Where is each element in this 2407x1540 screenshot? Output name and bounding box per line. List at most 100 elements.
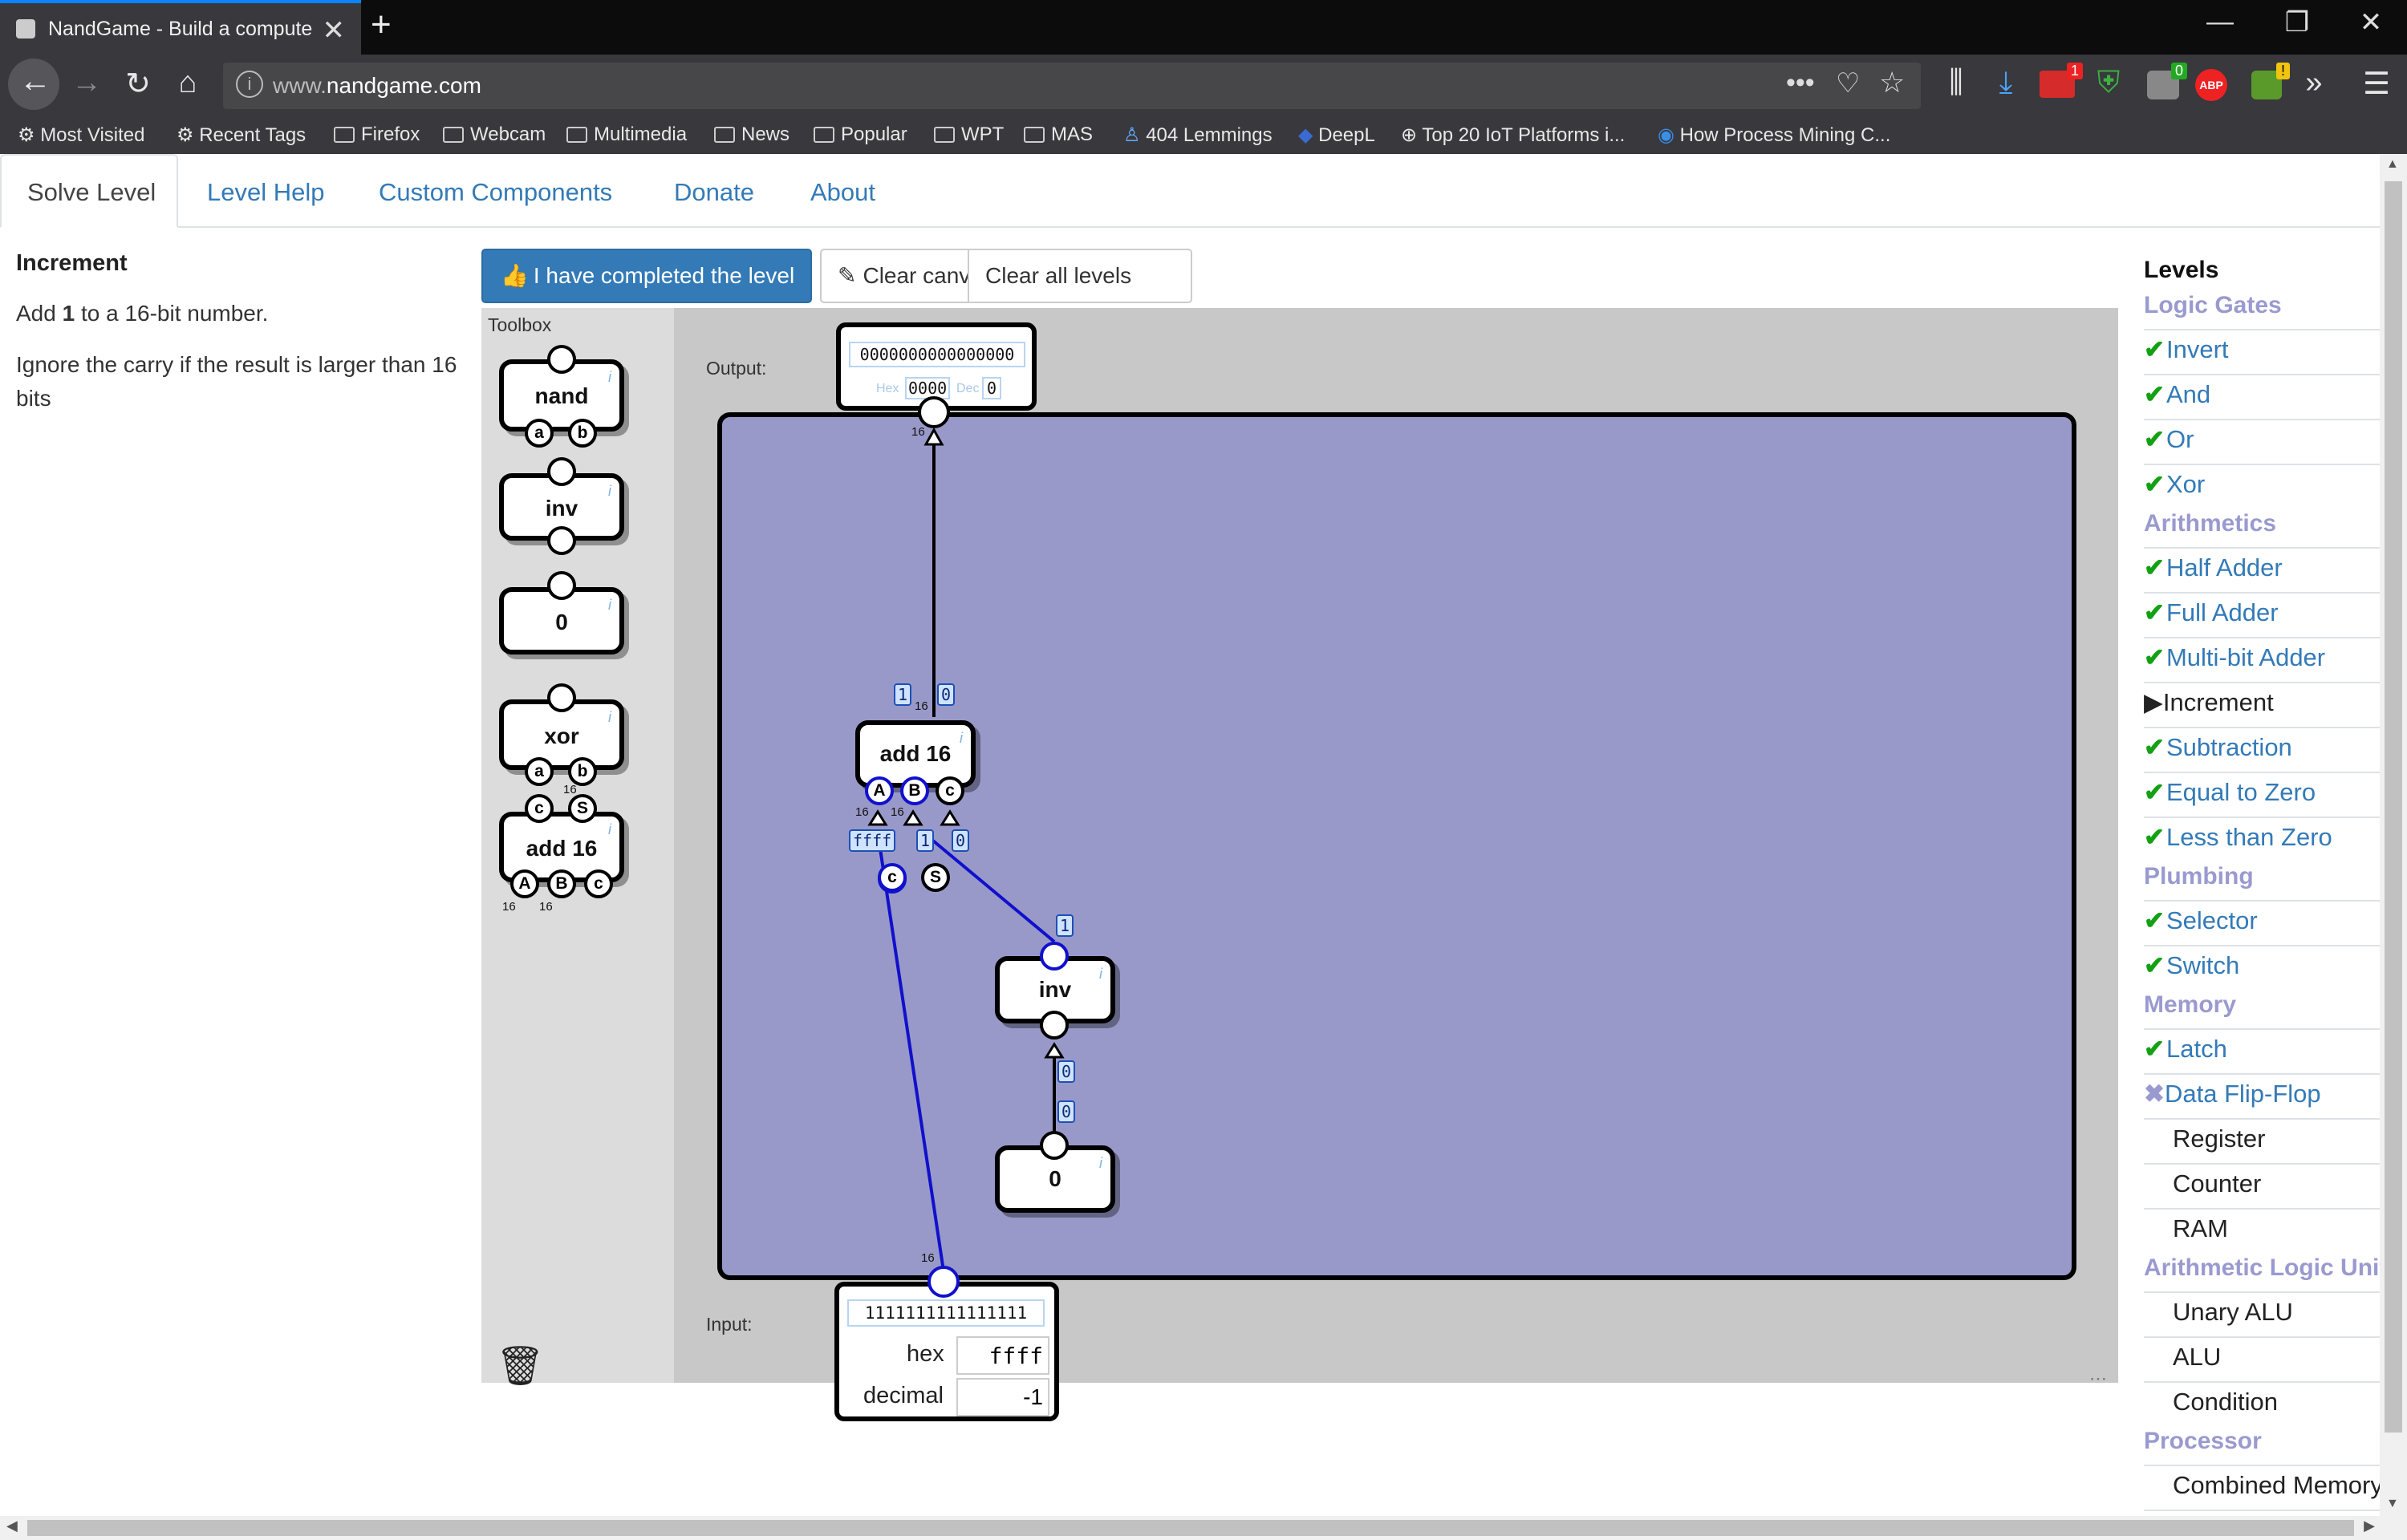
input-decimal-field[interactable]	[956, 1378, 1049, 1416]
scroll-up-icon[interactable]: ▲	[2386, 157, 2399, 171]
level-item[interactable]: ✔Latch	[2144, 1028, 2380, 1073]
tab-solve-level-label[interactable]: Solve Level	[27, 178, 156, 206]
menu-icon[interactable]: ☰	[2362, 67, 2391, 101]
horizontal-scroll-thumb[interactable]	[27, 1520, 2354, 1536]
adblock-icon[interactable]: ABP	[2195, 69, 2227, 101]
warning-extension-icon[interactable]: !	[2251, 63, 2290, 99]
level-item[interactable]: ▶Increment	[2144, 682, 2380, 727]
horizontal-scrollbar[interactable]: ◀ ▶	[0, 1516, 2407, 1540]
scroll-left-icon[interactable]: ◀	[6, 1518, 18, 1534]
completed-level-button[interactable]: 👍I have completed the level	[481, 249, 812, 303]
add16-sum-out[interactable]: S	[568, 794, 597, 823]
output-pin[interactable]	[918, 396, 950, 428]
xor-input-a[interactable]: a	[525, 757, 554, 786]
mail-extension-icon[interactable]: 1	[2040, 63, 2083, 98]
board-add16-sum-out[interactable]: S	[921, 863, 950, 892]
clear-all-levels-button[interactable]: Clear all levels	[968, 249, 1192, 303]
bookmark-webcam[interactable]: Webcam	[443, 124, 546, 146]
bookmark-firefox[interactable]: Firefox	[334, 124, 420, 146]
zero-output-pin[interactable]	[547, 571, 576, 600]
pocket-icon[interactable]: ♡	[1836, 68, 1861, 99]
input-hex-field[interactable]	[956, 1336, 1049, 1375]
forward-button[interactable]: →	[71, 66, 102, 99]
tab-donate[interactable]: Donate	[674, 178, 754, 206]
bookmark-most-visited[interactable]: ⚙ Most Visited	[18, 124, 145, 146]
bookmark-process-mining[interactable]: ◉ How Process Mining C...	[1658, 124, 1891, 146]
level-item[interactable]: Register	[2144, 1118, 2380, 1163]
overflow-chevron-icon[interactable]: »	[2305, 66, 2323, 99]
resize-handle-icon[interactable]: ⋯	[2089, 1368, 2107, 1388]
info-icon[interactable]: i	[608, 821, 611, 837]
level-item[interactable]: ✔Multi-bit Adder	[2144, 637, 2380, 682]
board-add16-input-a[interactable]: A	[865, 776, 894, 805]
info-icon[interactable]: i	[608, 369, 611, 385]
tab-about[interactable]: About	[810, 178, 876, 206]
library-icon[interactable]: ⫼	[1949, 66, 1963, 99]
xor-input-b[interactable]: b	[568, 757, 597, 786]
info-icon[interactable]: i	[608, 597, 611, 613]
board-inv-output-pin[interactable]	[1040, 942, 1069, 971]
browser-tab[interactable]: NandGame - Build a computer ✕	[0, 0, 361, 55]
restore-button[interactable]: ❐	[2284, 7, 2310, 38]
level-item[interactable]: ✔Switch	[2144, 945, 2380, 990]
shield-extension-icon[interactable]: ⛨	[2096, 66, 2121, 99]
level-item[interactable]: ALU	[2144, 1336, 2380, 1381]
level-item[interactable]: ✔And	[2144, 374, 2380, 419]
info-icon[interactable]: i	[1099, 1155, 1102, 1171]
board-inv-input-pin[interactable]	[1040, 1011, 1069, 1040]
info-icon[interactable]: i	[960, 730, 963, 746]
tab-solve-level[interactable]	[0, 154, 178, 228]
bookmark-news[interactable]: News	[714, 124, 789, 146]
download-icon[interactable]: ⤓	[1999, 66, 2013, 99]
level-item[interactable]: RAM	[2144, 1208, 2380, 1253]
bookmark-popular[interactable]: Popular	[814, 124, 907, 146]
close-tab-icon[interactable]: ✕	[322, 15, 346, 46]
tab-custom-components[interactable]: Custom Components	[379, 178, 613, 206]
info-icon[interactable]: i	[608, 709, 611, 725]
level-item[interactable]: Unary ALU	[2144, 1291, 2380, 1336]
board-add16-carry-in[interactable]: c	[936, 776, 964, 805]
add16-input-a[interactable]: A	[510, 869, 539, 898]
vertical-scrollbar[interactable]: ▲ ▼	[2380, 154, 2407, 1516]
board-zero-output-pin[interactable]	[1040, 1131, 1069, 1160]
level-item[interactable]: Instruction Decoder	[2144, 1510, 2380, 1516]
xor-output-pin[interactable]	[547, 683, 576, 712]
level-item[interactable]: Combined Memory	[2144, 1465, 2380, 1510]
level-item[interactable]: Condition	[2144, 1381, 2380, 1426]
bookmark-multimedia[interactable]: Multimedia	[566, 124, 687, 146]
close-window-button[interactable]: ✕	[2359, 7, 2383, 38]
add16-input-b[interactable]: B	[547, 869, 576, 898]
vertical-scroll-thumb[interactable]	[2385, 181, 2402, 1433]
level-item[interactable]: ✔Or	[2144, 419, 2380, 464]
level-item[interactable]: ✔Half Adder	[2144, 547, 2380, 592]
add16-carry-in[interactable]: c	[584, 869, 613, 898]
level-item[interactable]: ✖Data Flip-Flop	[2144, 1073, 2380, 1118]
add16-carry-out[interactable]: c	[525, 794, 554, 823]
site-info-icon[interactable]: i	[236, 71, 263, 98]
new-tab-button[interactable]: +	[371, 5, 392, 44]
scroll-right-icon[interactable]: ▶	[2364, 1518, 2375, 1534]
info-icon[interactable]: i	[608, 483, 611, 499]
bookmark-404-lemmings[interactable]: ♙ 404 Lemmings	[1123, 124, 1273, 146]
inv-output-pin[interactable]	[547, 457, 576, 486]
url-bar[interactable]: i www.nandgame.com ••• ♡ ☆	[223, 63, 1921, 109]
level-item[interactable]: ✔Equal to Zero	[2144, 772, 2380, 817]
back-button[interactable]: ←	[8, 59, 59, 110]
bookmark-wpt[interactable]: WPT	[934, 124, 1004, 146]
input-bits[interactable]: 1111111111111111	[847, 1299, 1045, 1327]
level-item[interactable]: Counter	[2144, 1163, 2380, 1208]
level-item[interactable]: ✔Xor	[2144, 464, 2380, 509]
nand-input-a[interactable]: a	[525, 419, 554, 448]
bookmark-star-icon[interactable]: ☆	[1879, 66, 1906, 99]
scroll-down-icon[interactable]: ▼	[2386, 1497, 2399, 1510]
level-item[interactable]: ✔Invert	[2144, 329, 2380, 374]
nand-output-pin[interactable]	[547, 345, 576, 374]
extension-icon[interactable]: 0	[2147, 63, 2187, 99]
level-item[interactable]: ✔Full Adder	[2144, 592, 2380, 637]
home-button[interactable]: ⌂	[178, 66, 197, 99]
input-pin[interactable]	[927, 1266, 960, 1298]
bookmark-deepl[interactable]: ◆ DeepL	[1298, 124, 1375, 146]
bookmark-mas[interactable]: MAS	[1024, 124, 1093, 146]
board-add16-carry-out-pin[interactable]: c	[878, 863, 907, 892]
level-item[interactable]: ✔Subtraction	[2144, 727, 2380, 772]
